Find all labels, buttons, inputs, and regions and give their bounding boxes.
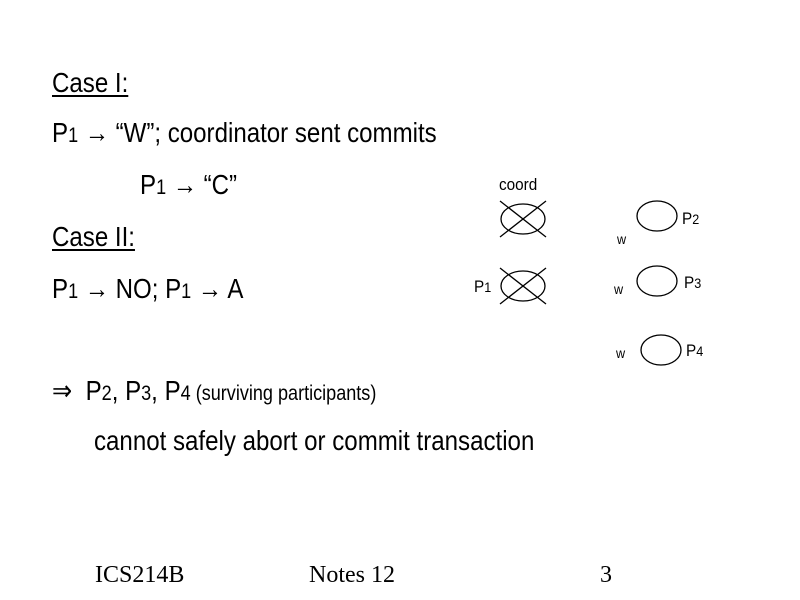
process-p1-subscript: 1 — [156, 176, 167, 199]
p4-node-label: P4 — [686, 341, 704, 360]
implies-icon: ⇒ — [52, 375, 73, 406]
case-1-line-2: P1 → “C” — [140, 168, 237, 205]
footer-notes: Notes 12 — [309, 562, 395, 588]
p2-node-label: P2 — [682, 209, 700, 228]
cross-icon — [499, 200, 547, 238]
process-p1: P — [140, 169, 157, 200]
surviving-participants-note: (surviving participants) — [190, 382, 377, 405]
process-p1: P — [52, 273, 69, 304]
separator: , P — [111, 375, 142, 406]
process-p1-subscript: 1 — [181, 280, 192, 303]
cross-icon — [499, 267, 547, 305]
process-p1-subscript: 1 — [68, 280, 79, 303]
process-p4-subscript: 4 — [180, 382, 191, 405]
conclusion-line-2: cannot safely abort or commit transactio… — [94, 425, 535, 456]
coord-label: coord — [499, 175, 538, 194]
arrow-icon: → — [78, 273, 116, 304]
process-p2: P — [85, 375, 102, 406]
process-p3-subscript: 3 — [141, 382, 152, 405]
case-2-line-1: P1 → NO; P1 → A — [52, 272, 243, 309]
arrow-icon: → — [166, 169, 204, 200]
cross-icon — [499, 267, 547, 305]
process-p1-subscript: 1 — [68, 124, 79, 147]
p3-state-label: w — [614, 281, 624, 297]
p2-state-label: w — [617, 231, 627, 247]
conclusion-line-1: ⇒ P2, P3, P4 (surviving participants) — [52, 374, 376, 411]
p4-state-label: w — [616, 345, 626, 361]
case-1-line-1-text: “W”; coordinator sent commits — [115, 117, 437, 148]
footer-page-number: 3 — [600, 562, 612, 588]
p1-node — [499, 267, 547, 305]
case-2-heading: Case II: — [52, 221, 135, 252]
footer-course: ICS214B — [95, 562, 185, 588]
separator: , P — [151, 375, 181, 406]
p4-node — [640, 334, 682, 366]
p2-node — [636, 200, 678, 232]
case-2-text-1: NO; P — [115, 273, 182, 304]
case-1-line-1: P1 → “W”; coordinator sent commits — [52, 116, 437, 153]
arrow-icon: → — [78, 117, 116, 148]
process-p2-subscript: 2 — [101, 382, 112, 405]
p1-node-label: P1 — [474, 277, 492, 296]
p3-node — [636, 265, 678, 297]
case-1-heading: Case I: — [52, 67, 129, 98]
arrow-icon: → — [191, 273, 228, 304]
process-p1: P — [52, 117, 69, 148]
case-2-text-2: A — [227, 273, 244, 304]
p3-node-label: P3 — [684, 273, 702, 292]
cross-icon — [499, 200, 547, 238]
coordinator-node — [499, 200, 547, 238]
case-1-line-2-text: “C” — [203, 169, 238, 200]
